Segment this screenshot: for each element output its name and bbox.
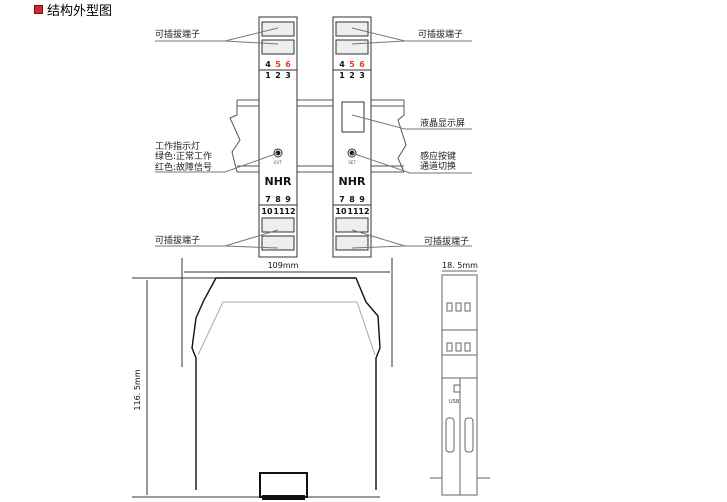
lcd-label: 液晶显示屏	[420, 117, 465, 129]
terminal-label-bottom-left: 可插拔端子	[155, 234, 200, 246]
led-label-2: 绿色:正常工作	[155, 150, 212, 162]
terminal-label-top-right: 可插拔端子	[418, 28, 463, 40]
terminal-num: 7	[265, 195, 271, 204]
button-label-1: 感应按键	[420, 150, 456, 162]
led-label-1: 工作指示灯	[155, 140, 200, 152]
terminal-num: 5	[349, 60, 355, 69]
terminal-num: 12	[358, 207, 369, 216]
terminal-num: 1	[265, 71, 271, 80]
button-label-2: 通道切换	[420, 160, 456, 172]
terminal-num: 11	[347, 207, 359, 216]
end-view	[430, 270, 490, 496]
usb-label: USB	[449, 399, 460, 405]
module-left	[258, 16, 298, 258]
width-dimension: 109mm	[268, 261, 299, 270]
button-caption: SET	[348, 160, 356, 165]
terminal-num: 10	[335, 207, 347, 216]
terminal-num: 9	[285, 195, 291, 204]
leader-lines	[155, 27, 472, 249]
terminal-num: 11	[273, 207, 285, 216]
lcd-screen	[341, 101, 365, 133]
terminal-num: 5	[275, 60, 281, 69]
terminal-num: 10	[261, 207, 273, 216]
side-view	[132, 258, 393, 500]
terminal-num: 4	[265, 60, 271, 69]
section-title: 结构外型图	[34, 0, 112, 19]
title-text: 结构外型图	[47, 4, 113, 19]
terminal-num: 4	[339, 60, 345, 69]
led-label-3: 红色:故障信号	[155, 161, 212, 173]
logo: NHR	[339, 175, 366, 188]
terminal-num: 2	[349, 71, 355, 80]
terminal-label-bottom-right: 可插拔端子	[424, 235, 469, 247]
terminal-num: 3	[359, 71, 365, 80]
bullet-icon	[34, 5, 43, 14]
terminal-num: 1	[339, 71, 345, 80]
terminal-num: 2	[275, 71, 281, 80]
terminal-num: 8	[275, 195, 281, 204]
terminal-num: 8	[349, 195, 355, 204]
led-caption: EVT	[274, 160, 282, 165]
terminal-num: 12	[284, 207, 295, 216]
terminal-label-top-left: 可插拔端子	[155, 28, 200, 40]
logo: NHR	[265, 175, 292, 188]
end-width-dimension: 18. 5mm	[442, 261, 478, 270]
terminal-num: 3	[285, 71, 291, 80]
terminal-num: 9	[359, 195, 365, 204]
terminal-num: 6	[285, 60, 291, 69]
terminal-num: 7	[339, 195, 345, 204]
terminal-num: 6	[359, 60, 365, 69]
height-dimension: 116. 5mm	[133, 369, 142, 410]
module-right	[332, 16, 372, 258]
